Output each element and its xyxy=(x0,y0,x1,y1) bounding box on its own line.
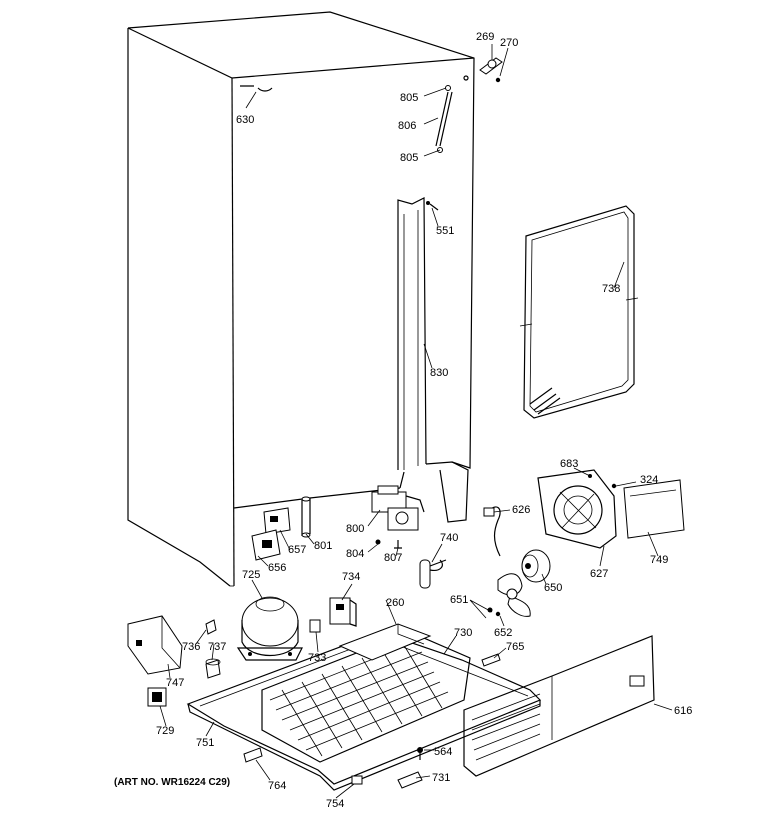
capacitor-729 xyxy=(147,687,167,707)
bracket-656 xyxy=(251,529,281,561)
callout-737: 737 xyxy=(208,641,226,653)
water-valve-800 xyxy=(371,485,425,549)
relay-734 xyxy=(329,597,357,627)
tab-754 xyxy=(351,775,363,785)
screw-564 xyxy=(417,747,423,760)
callout-260: 260 xyxy=(386,597,404,609)
callout-651: 651 xyxy=(450,594,468,606)
callout-626: 626 xyxy=(512,504,530,516)
callout-683: 683 xyxy=(560,458,578,470)
bracket-657 xyxy=(263,507,291,535)
callout-731: 731 xyxy=(432,772,450,784)
callout-804: 804 xyxy=(346,548,364,560)
callout-807: 807 xyxy=(384,552,402,564)
callout-806: 806 xyxy=(398,120,416,132)
callout-740: 740 xyxy=(440,532,458,544)
callout-725: 725 xyxy=(242,569,260,581)
callout-733: 733 xyxy=(308,652,326,664)
clip-731 xyxy=(397,771,423,789)
callout-751: 751 xyxy=(196,737,214,749)
callout-801: 801 xyxy=(314,540,332,552)
leader-lines xyxy=(159,44,673,799)
callout-270: 270 xyxy=(500,37,518,49)
cam-part-269 xyxy=(479,57,503,83)
wire-harness-626 xyxy=(483,506,501,557)
fan-shroud-627 xyxy=(537,469,617,549)
callout-labels: 269 270 630 805 806 805 551 738 830 683 … xyxy=(156,31,692,810)
water-tube-806 xyxy=(435,85,453,153)
grommet-736 xyxy=(205,619,217,635)
callout-616: 616 xyxy=(674,705,692,717)
callout-551: 551 xyxy=(436,225,454,237)
callout-805: 805 xyxy=(400,92,418,104)
callout-324: 324 xyxy=(640,474,658,486)
clip-764 xyxy=(243,747,263,763)
clip-765 xyxy=(481,653,501,667)
callout-627: 627 xyxy=(590,568,608,580)
callout-650: 650 xyxy=(544,582,562,594)
callout-734: 734 xyxy=(342,571,360,583)
door-gasket-738 xyxy=(519,205,639,419)
defrost-part-740 xyxy=(419,559,447,589)
callout-736: 736 xyxy=(182,641,200,653)
cabinet xyxy=(127,11,475,587)
tube-801 xyxy=(301,496,311,538)
callout-656: 656 xyxy=(268,562,286,574)
screw-551 xyxy=(426,201,439,211)
art-number-caption: (ART NO. WR16224 C29) xyxy=(114,777,230,788)
callout-764: 764 xyxy=(268,780,286,792)
clip-733 xyxy=(309,619,321,633)
fan-blade-651 xyxy=(487,573,531,617)
callout-747: 747 xyxy=(166,677,184,689)
callout-652: 652 xyxy=(494,627,512,639)
cover-747 xyxy=(127,615,183,675)
callout-730: 730 xyxy=(454,627,472,639)
panel-616 xyxy=(463,635,655,777)
cover-749 xyxy=(611,479,685,539)
callout-749: 749 xyxy=(650,554,668,566)
callout-830: 830 xyxy=(430,367,448,379)
drain-pan-260 xyxy=(338,623,432,661)
callout-269: 269 xyxy=(476,31,494,43)
fan-motor-650 xyxy=(521,549,551,583)
callout-630: 630 xyxy=(236,114,254,126)
callout-754: 754 xyxy=(326,798,344,810)
callout-805: 805 xyxy=(400,152,418,164)
callout-765: 765 xyxy=(506,641,524,653)
callout-738: 738 xyxy=(602,283,620,295)
callout-564: 564 xyxy=(434,746,452,758)
mount-737 xyxy=(205,658,221,679)
callout-800: 800 xyxy=(346,523,364,535)
callout-729: 729 xyxy=(156,725,174,737)
callout-657: 657 xyxy=(288,544,306,556)
compressor-725 xyxy=(236,596,303,661)
